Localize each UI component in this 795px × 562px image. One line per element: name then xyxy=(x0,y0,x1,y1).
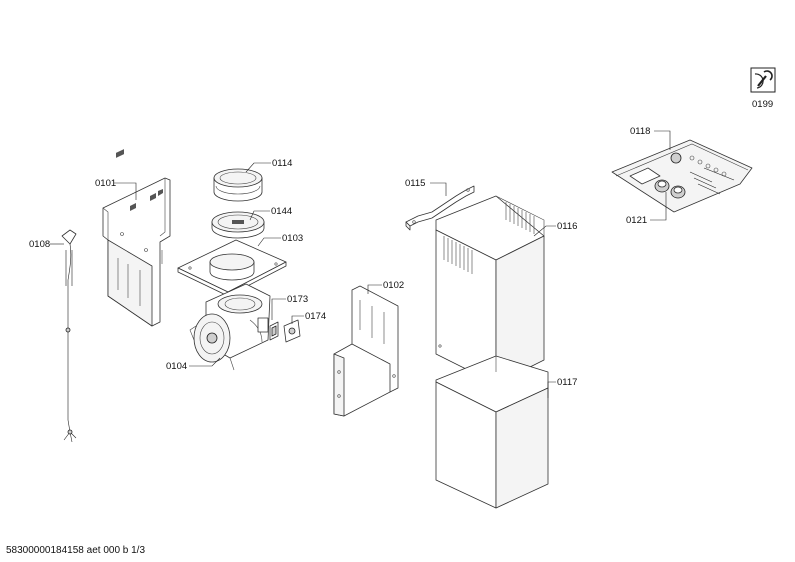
part-0104-blower-motor xyxy=(189,283,271,371)
label-0103: 0103 xyxy=(282,233,303,244)
part-0173-capacitor xyxy=(269,321,279,341)
part-0118-accessory-bag xyxy=(611,139,753,213)
part-0102-side-bracket xyxy=(333,285,399,417)
part-0144-filter-ring xyxy=(211,211,265,239)
leader-lines xyxy=(50,130,671,398)
part-0114-collar-ring xyxy=(213,168,263,202)
part-0101-mounting-frame xyxy=(102,149,171,327)
label-0116: 0116 xyxy=(557,221,577,232)
part-0117-lower-chimney xyxy=(435,355,549,509)
label-0104: 0104 xyxy=(166,361,187,372)
part-0121-knobs xyxy=(654,179,686,199)
wrench-service-icon xyxy=(750,67,776,93)
label-0108: 0108 xyxy=(29,239,50,250)
label-0173: 0173 xyxy=(287,294,308,305)
part-labels: 0101 0114 0144 0103 0108 0173 0174 0104 … xyxy=(29,99,773,388)
part-0108-power-cable xyxy=(61,229,77,443)
part-0174-bracket xyxy=(283,319,301,343)
part-0116-upper-chimney xyxy=(435,195,545,385)
document-id: 58300000184158 aet 000 b 1/3 xyxy=(6,545,145,556)
label-0199: 0199 xyxy=(752,99,773,110)
part-0103-base-plate xyxy=(177,239,287,297)
label-0101: 0101 xyxy=(95,178,116,189)
label-0115: 0115 xyxy=(405,178,425,189)
label-0144: 0144 xyxy=(271,206,292,217)
label-0114: 0114 xyxy=(272,158,292,169)
part-0115-mounting-rail xyxy=(405,185,475,231)
label-0118: 0118 xyxy=(630,126,650,137)
label-0174: 0174 xyxy=(305,311,326,322)
label-0102: 0102 xyxy=(383,280,404,291)
label-0121: 0121 xyxy=(626,215,647,226)
label-0117: 0117 xyxy=(557,377,577,388)
